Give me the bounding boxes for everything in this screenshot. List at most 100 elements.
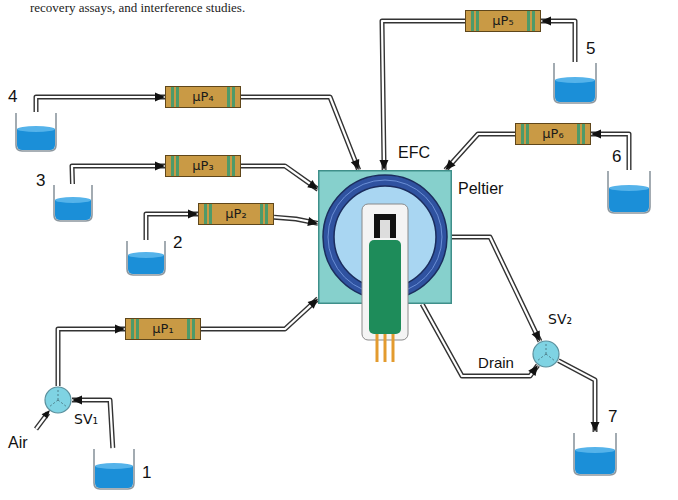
beaker-illustration: [14, 112, 58, 152]
beaker-illustration: [125, 240, 167, 276]
valve-illustration: [44, 386, 72, 414]
beaker-illustration: [552, 62, 598, 104]
valve-channels: [49, 390, 67, 407]
pump-band: [471, 11, 474, 31]
tube-bore: [241, 166, 318, 189]
tube-connector: [241, 97, 359, 170]
beaker-glass: [127, 241, 165, 275]
tube-bore: [72, 400, 113, 448]
tube-bore: [422, 304, 538, 376]
beaker-glass: [608, 171, 650, 213]
top-text: recovery assays, and interference studie…: [30, 1, 245, 15]
micro-pump: μP₅: [465, 10, 541, 32]
arrowhead: [445, 160, 455, 170]
tube-bore: [452, 237, 540, 341]
valve-channels: [537, 344, 555, 361]
selection-valve: SV₁: [44, 386, 72, 414]
beaker-water: [575, 450, 615, 474]
pump-band: [476, 11, 479, 31]
pump-label: μP₂: [225, 207, 246, 221]
tube-bore: [446, 134, 516, 170]
arrowhead: [307, 217, 318, 226]
pump-band: [171, 156, 174, 176]
tube-bore: [72, 166, 165, 184]
tube-connector: [241, 166, 318, 189]
tube-bore: [58, 329, 125, 386]
air-label: Air: [8, 434, 28, 452]
tube-connector: [558, 361, 599, 432]
pump-band: [232, 156, 235, 176]
reservoir-beaker: 3: [52, 184, 94, 222]
pump-band: [227, 87, 230, 107]
arrowhead: [308, 299, 318, 309]
beaker-illustration: [606, 170, 652, 214]
arrowhead: [188, 210, 198, 219]
reservoir-beaker: 1: [92, 448, 136, 490]
tube-bore: [146, 214, 198, 240]
callout-number: 7: [608, 408, 617, 427]
arrowhead: [72, 396, 82, 405]
tube-connector: [445, 134, 515, 170]
pump-band: [131, 319, 134, 339]
sensor-board: [369, 240, 401, 334]
sensor-holder: [362, 204, 408, 340]
arrowhead: [351, 159, 359, 170]
tube-wall: [241, 166, 318, 189]
tube-wall: [72, 166, 165, 184]
arrowhead: [591, 422, 600, 432]
callout-number: 1: [142, 464, 151, 483]
micro-pump: μP₂: [198, 203, 274, 225]
peltier-label: Peltier: [458, 180, 503, 198]
tube-connector: [36, 93, 165, 113]
tube-connector: [72, 162, 165, 185]
reservoir-beaker: 4: [14, 112, 58, 152]
beaker-surface: [555, 77, 595, 83]
arrowhead: [591, 130, 601, 139]
tube-label: Drain: [476, 355, 516, 372]
beaker-water: [609, 188, 649, 212]
beaker-illustration: [92, 448, 136, 490]
pump-label: μP₁: [152, 322, 173, 336]
tube-connector: [201, 299, 318, 329]
beaker-surface: [17, 126, 55, 132]
beaker-water: [555, 80, 595, 102]
tube-wall: [558, 361, 595, 432]
sensor-pin: [376, 334, 379, 362]
arrowhead: [307, 180, 318, 189]
arrowhead: [532, 330, 540, 341]
sensor-pin: [392, 334, 395, 362]
tube-wall: [58, 329, 125, 386]
valve-body: [45, 387, 71, 413]
arrowhead: [155, 162, 165, 171]
tube-wall: [72, 400, 113, 448]
arrowhead: [379, 160, 388, 170]
tube-wall: [382, 21, 465, 170]
beaker-water: [17, 129, 55, 150]
sensor-electrode: [374, 214, 396, 238]
beaker-glass: [54, 185, 92, 221]
pump-band: [176, 87, 179, 107]
tube-wall: [422, 304, 538, 376]
tube-bore: [382, 21, 465, 170]
reservoir-beaker: 7: [572, 432, 618, 476]
tube-wall: [241, 97, 359, 170]
pump-label: μP₄: [192, 90, 213, 104]
tube-connector: [146, 210, 198, 241]
micro-pump: μP₆: [515, 123, 591, 145]
beaker-surface: [609, 185, 649, 191]
selection-valve: SV₂: [532, 340, 560, 368]
tube-wall: [452, 237, 540, 341]
tube-bore: [558, 361, 595, 432]
tube-wall: [201, 299, 318, 329]
arrowhead: [155, 93, 165, 102]
tube-wall: [146, 214, 198, 240]
arrowhead: [115, 325, 125, 334]
tube-connector: [591, 130, 629, 171]
valve-body: [533, 341, 559, 367]
pump-label: μP₆: [542, 127, 563, 141]
micro-pump: μP₁: [125, 318, 201, 340]
pump-band: [209, 204, 212, 224]
valve-label: SV₂: [548, 312, 572, 327]
tube-bore: [541, 21, 575, 62]
